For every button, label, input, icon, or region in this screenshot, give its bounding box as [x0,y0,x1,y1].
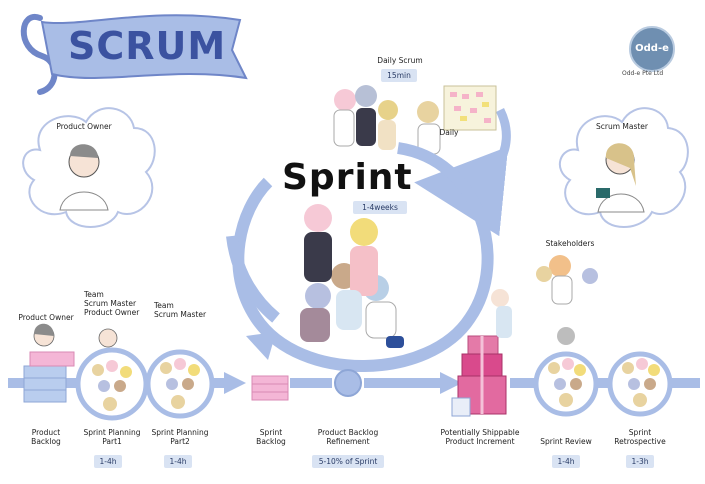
sprint-review-label: Sprint Review [540,437,592,446]
sprint-duration-pill: 1-4weeks [353,201,407,214]
sprint-retrospective-circle [607,351,673,417]
planning1-timebox-pill: 1-4h [94,455,122,468]
daily-scrum-team [333,85,441,155]
product-owner-cloud [22,107,156,228]
daily-cycle-label: Daily [439,128,459,137]
odd-e-logo: Odd-e [629,26,675,72]
banner-title: SCRUM [68,24,227,68]
sprint-team [300,204,404,348]
scrum-ribbon-icon [20,13,248,95]
stakeholders-group [536,255,598,305]
sprint-planning-1-circle [75,328,149,421]
sprint-review-circle [533,327,599,417]
sprint-planning-2-circle [145,349,215,419]
planning2-timebox-pill: 1-4h [164,455,192,468]
sprint-backlog-stack [251,375,289,401]
scrum-master-cloud [559,107,689,228]
product-owner-figure [33,323,55,347]
scrum-master-role-label: Scrum Master [595,122,649,131]
logo-caption: Odd-e Pte Ltd [622,70,664,77]
planning1-team-list: Team Scrum Master Product Owner [84,290,140,317]
planning2-team-list: Team Scrum Master [154,301,207,319]
product-owner-flow-label: Product Owner [18,313,74,322]
stakeholders-label: Stakeholders [545,239,595,248]
retrospective-timebox-pill: 1-3h [626,455,654,468]
refinement-timebox-pill: 5-10% of Sprint [312,455,384,468]
product-backlog-stack [23,351,75,403]
review-timebox-pill: 1-4h [552,455,580,468]
product-owner-role-label: Product Owner [56,122,112,131]
product-increment-gifts [451,289,512,417]
daily-scrum-title: Daily Scrum [377,56,423,65]
sprint-title: Sprint [282,157,413,198]
daily-scrum-duration-pill: 15min [381,69,417,82]
